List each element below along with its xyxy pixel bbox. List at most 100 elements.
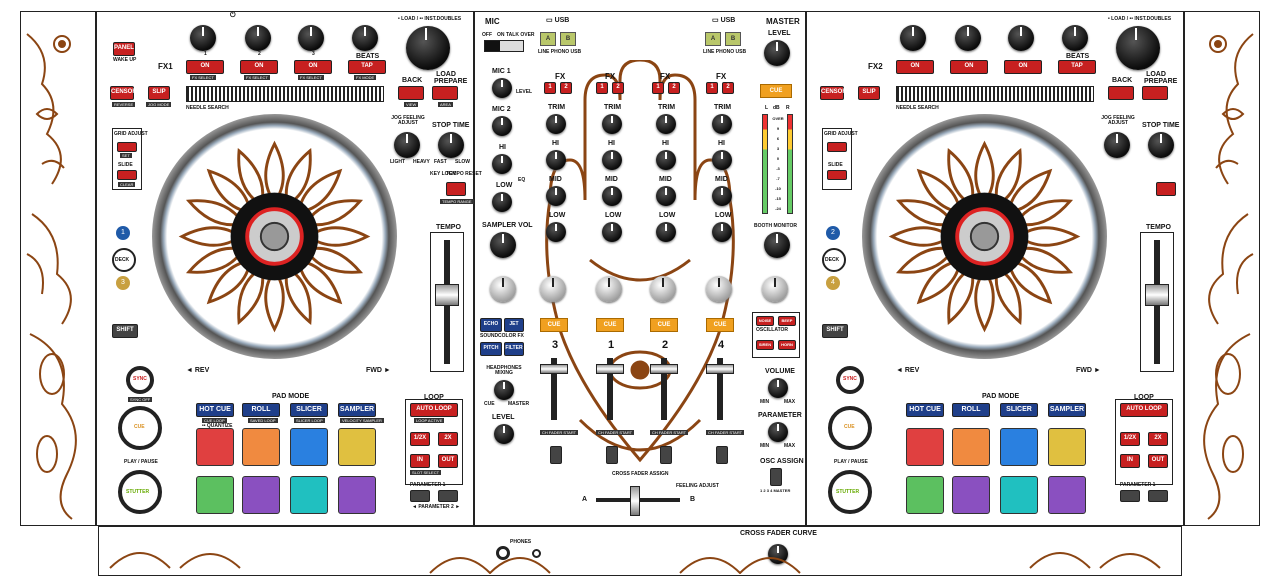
sampler-button[interactable]: SAMPLER bbox=[338, 403, 376, 417]
loop-in-button[interactable]: IN bbox=[410, 454, 430, 468]
ch1-cue-button[interactable]: CUE bbox=[596, 318, 624, 332]
parameter-left-button[interactable] bbox=[410, 490, 430, 502]
echo-button[interactable]: ECHO bbox=[480, 318, 502, 332]
ch2-mid-knob[interactable] bbox=[656, 186, 676, 206]
performance-pad-r8[interactable] bbox=[1048, 476, 1086, 514]
sync-button-right[interactable] bbox=[836, 366, 864, 394]
performance-pad-r7[interactable] bbox=[1000, 476, 1038, 514]
auto-loop-button[interactable]: AUTO LOOP bbox=[410, 403, 458, 417]
back-button[interactable] bbox=[398, 86, 424, 100]
loop-in-button-right[interactable]: IN bbox=[1120, 454, 1140, 468]
usb-b-button-right[interactable]: B bbox=[725, 32, 741, 46]
loop-double-button[interactable]: 2X bbox=[438, 432, 458, 446]
ch4-hi-knob[interactable] bbox=[712, 150, 732, 170]
noise-button[interactable]: NOISE bbox=[756, 316, 774, 326]
fx2-level-knob-2[interactable] bbox=[955, 25, 981, 51]
grid-set-button-right[interactable] bbox=[827, 142, 847, 152]
ch4-fx1-button[interactable]: 1 bbox=[706, 82, 718, 94]
panel-button[interactable]: PANEL bbox=[113, 42, 135, 56]
ch1-mid-knob[interactable] bbox=[602, 186, 622, 206]
slip-button[interactable]: SLIP bbox=[148, 86, 170, 100]
fx2-level-knob-1[interactable] bbox=[900, 25, 926, 51]
mic-hi-knob[interactable] bbox=[492, 154, 512, 174]
sampler-vol-knob[interactable] bbox=[490, 232, 516, 258]
mic1-level-knob[interactable] bbox=[492, 78, 512, 98]
jet-button[interactable]: JET bbox=[504, 318, 524, 332]
ch1-fader[interactable] bbox=[596, 364, 624, 374]
performance-pad-1[interactable] bbox=[196, 428, 234, 466]
ch3-trim-knob[interactable] bbox=[546, 114, 566, 134]
performance-pad-3[interactable] bbox=[290, 428, 328, 466]
mic-switch[interactable] bbox=[484, 40, 524, 52]
ch3-cue-button[interactable]: CUE bbox=[540, 318, 568, 332]
ch1-hi-knob[interactable] bbox=[602, 150, 622, 170]
fx1-level-knob-1[interactable] bbox=[190, 25, 216, 51]
load-prepare-button[interactable] bbox=[432, 86, 458, 100]
ch2-cf-assign[interactable] bbox=[660, 446, 672, 464]
master-level-knob[interactable] bbox=[764, 40, 790, 66]
ch2-trim-knob[interactable] bbox=[656, 114, 676, 134]
loop-half-button-right[interactable]: 1/2X bbox=[1120, 432, 1140, 446]
mic2-level-knob[interactable] bbox=[492, 116, 512, 136]
parameter-right-button-right[interactable] bbox=[1148, 490, 1168, 502]
usb-b-button[interactable]: B bbox=[560, 32, 576, 46]
parameter-right-button[interactable] bbox=[438, 490, 458, 502]
grid-clear-button-right[interactable] bbox=[827, 170, 847, 180]
ch2-fader[interactable] bbox=[650, 364, 678, 374]
usb-a-button-right[interactable]: A bbox=[705, 32, 721, 46]
auto-loop-button-right[interactable]: AUTO LOOP bbox=[1120, 403, 1168, 417]
tempo-slider-handle[interactable] bbox=[435, 284, 459, 306]
performance-pad-r3[interactable] bbox=[1000, 428, 1038, 466]
performance-pad-8[interactable] bbox=[338, 476, 376, 514]
performance-pad-5[interactable] bbox=[196, 476, 234, 514]
fx1-beats-knob[interactable] bbox=[352, 25, 378, 51]
ch1-cf-assign[interactable] bbox=[606, 446, 618, 464]
ch2-fx1-button[interactable]: 1 bbox=[652, 82, 664, 94]
performance-pad-r6[interactable] bbox=[952, 476, 990, 514]
censor-button[interactable]: CENSOR bbox=[110, 86, 137, 100]
fx1-level-knob-3[interactable] bbox=[298, 25, 324, 51]
phones-jack-small[interactable] bbox=[532, 549, 541, 558]
deck-button[interactable] bbox=[112, 248, 136, 272]
fx2-beats-knob[interactable] bbox=[1062, 25, 1088, 51]
master-filter-knob[interactable] bbox=[762, 276, 788, 302]
ch4-cf-assign[interactable] bbox=[716, 446, 728, 464]
loop-out-button-right[interactable]: OUT bbox=[1148, 454, 1168, 468]
booth-monitor-knob[interactable] bbox=[764, 232, 790, 258]
ch3-hi-knob[interactable] bbox=[546, 150, 566, 170]
needle-search-strip-right[interactable] bbox=[896, 86, 1094, 102]
ch2-hi-knob[interactable] bbox=[656, 150, 676, 170]
horn-button[interactable]: HORN bbox=[778, 340, 796, 350]
fx1-on-button-3[interactable]: ON bbox=[294, 60, 332, 74]
fx1-tap-button[interactable]: TAP bbox=[348, 60, 386, 74]
slicer-button[interactable]: SLICER bbox=[290, 403, 328, 417]
needle-search-strip[interactable] bbox=[186, 86, 384, 102]
ch4-fx2-button[interactable]: 2 bbox=[722, 82, 734, 94]
play-pause-button-left[interactable] bbox=[118, 470, 162, 514]
pitch-button[interactable]: PITCH bbox=[480, 342, 502, 356]
ch4-low-knob[interactable] bbox=[712, 222, 732, 242]
loop-out-button[interactable]: OUT bbox=[438, 454, 458, 468]
shift-button-right[interactable]: SHIFT bbox=[822, 324, 848, 338]
tempo-slider-handle-right[interactable] bbox=[1145, 284, 1169, 306]
performance-pad-r4[interactable] bbox=[1048, 428, 1086, 466]
osc-assign-switch[interactable] bbox=[770, 468, 782, 486]
ch4-filter-knob[interactable] bbox=[706, 276, 732, 302]
jog-feeling-knob-right[interactable] bbox=[1104, 132, 1130, 158]
ch1-fx1-button[interactable]: 1 bbox=[596, 82, 608, 94]
loop-double-button-right[interactable]: 2X bbox=[1148, 432, 1168, 446]
ch2-low-knob[interactable] bbox=[656, 222, 676, 242]
hot-cue-button[interactable]: HOT CUE bbox=[196, 403, 234, 417]
ch3-fx2-button[interactable]: 2 bbox=[560, 82, 572, 94]
sync-button[interactable] bbox=[126, 366, 154, 394]
ch4-trim-knob[interactable] bbox=[712, 114, 732, 134]
master-cue-button[interactable]: CUE bbox=[760, 84, 792, 98]
ch1-trim-knob[interactable] bbox=[602, 114, 622, 134]
crossfader[interactable] bbox=[630, 486, 640, 516]
performance-pad-r1[interactable] bbox=[906, 428, 944, 466]
headphones-level-knob[interactable] bbox=[494, 424, 514, 444]
fx2-level-knob-3[interactable] bbox=[1008, 25, 1034, 51]
hot-cue-button-right[interactable]: HOT CUE bbox=[906, 403, 944, 417]
performance-pad-7[interactable] bbox=[290, 476, 328, 514]
ch3-fader[interactable] bbox=[540, 364, 568, 374]
